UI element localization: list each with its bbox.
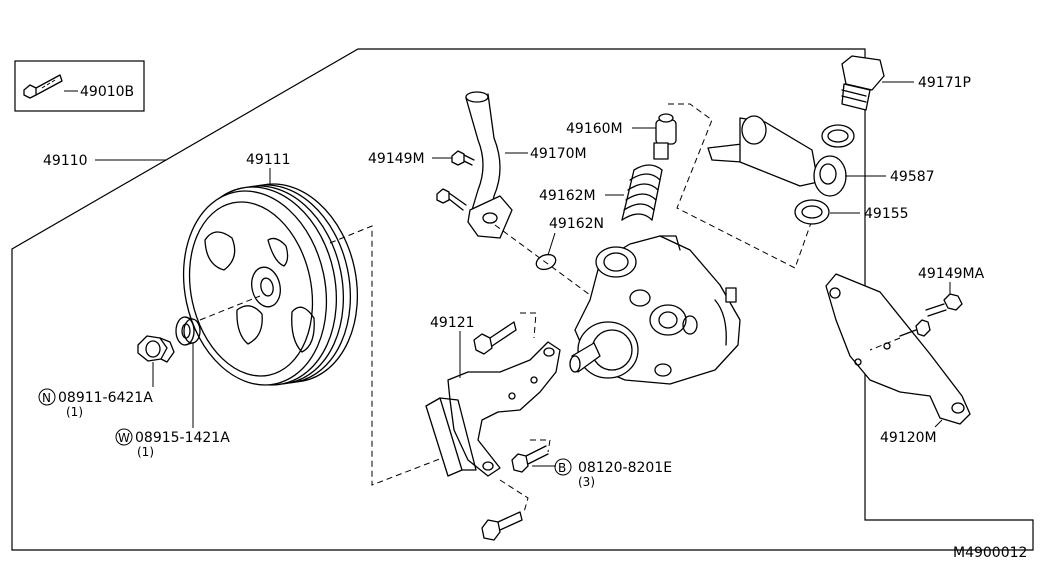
spring-49162M: [621, 164, 663, 221]
label-49162M: 49162M: [539, 188, 596, 204]
label-49120M: 49120M: [880, 430, 937, 446]
o-ring-49162N: [535, 253, 557, 271]
nut-prefix-N: N: [42, 391, 51, 405]
bolt-49010B: [23, 74, 63, 99]
seal-49155: [794, 199, 830, 225]
bolt-49149M: [451, 150, 475, 166]
label-49155: 49155: [864, 206, 909, 222]
valve-49160M: [653, 113, 677, 160]
bolt-prefix-B: B: [558, 461, 566, 475]
pump-shaft: [569, 342, 601, 373]
nut-08911-6421A: [137, 335, 175, 363]
washer-08915-1421A: [175, 316, 201, 346]
bolt-hose-flange: [436, 188, 467, 211]
label-nut-qty: (1): [66, 405, 83, 419]
label-49121: 49121: [430, 315, 475, 331]
fitting-49171P: [841, 55, 885, 111]
label-nut-number: 08911-6421A: [58, 390, 153, 406]
label-49162N: 49162N: [549, 216, 604, 232]
label-49111: 49111: [246, 152, 291, 168]
bolt-49010B-box: [14, 60, 145, 112]
pulley-49111: [182, 183, 359, 386]
pump-body: [574, 235, 741, 385]
bolt-lower: [481, 511, 523, 541]
bolt-08120-8201E: [511, 445, 549, 473]
diagram-id: M4900012: [953, 545, 1027, 561]
washer-prefix-W: W: [118, 431, 130, 445]
label-49171P: 49171P: [918, 75, 971, 91]
bolt-49121-upper: [473, 321, 517, 355]
label-49587: 49587: [890, 169, 935, 185]
label-49170M: 49170M: [530, 146, 587, 162]
connector-49587: [707, 115, 847, 197]
label-49110: 49110: [43, 153, 88, 169]
label-bolt-number: 08120-8201E: [578, 460, 672, 476]
assembly-frame: [11, 48, 1034, 551]
label-bolt-qty: (3): [578, 475, 595, 489]
label-49149M: 49149M: [368, 151, 425, 167]
label-washer-number: 08915-1421A: [135, 430, 230, 446]
hose-49170M: [465, 91, 513, 239]
label-49149MA: 49149MA: [918, 266, 985, 282]
bracket-49121: [425, 341, 561, 477]
seal-ring-upper: [821, 124, 855, 148]
bolt-49149MA: [899, 293, 963, 337]
label-49010B: 49010B: [80, 84, 134, 100]
bracket-49120M: [825, 273, 971, 425]
label-washer-qty: (1): [137, 445, 154, 459]
label-49160M: 49160M: [566, 121, 623, 137]
